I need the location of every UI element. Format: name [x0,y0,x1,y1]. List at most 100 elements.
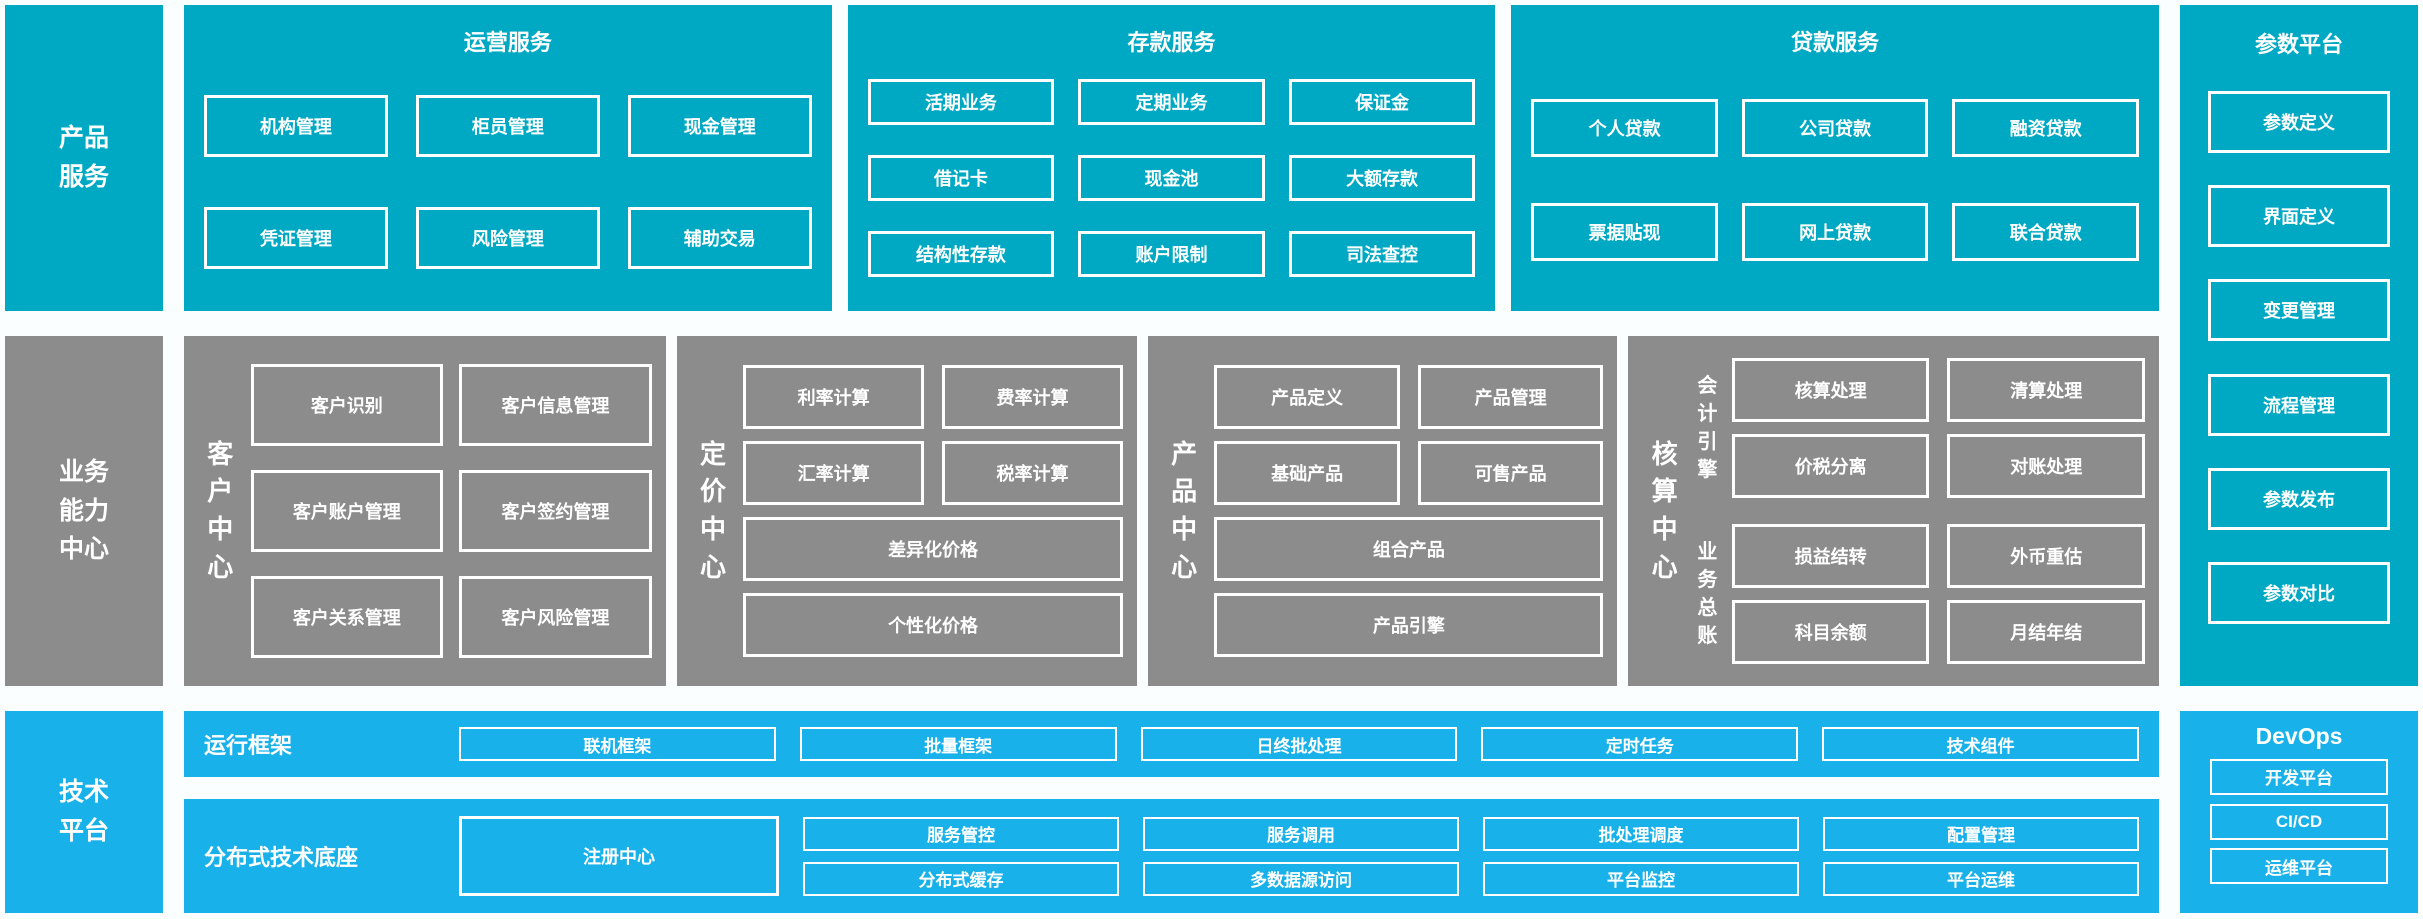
section-operations: 运营服务 机构管理 柜员管理 现金管理 凭证管理 风险管理 辅助交易 [184,5,832,311]
accounting-engine-group: 会计引擎 核算处理 清算处理 价税分离 对账处理 [1695,358,2146,498]
runtime-box: 联机框架 [459,727,776,761]
pricing-wide-box: 个性化价格 [743,593,1123,657]
devops-boxes: 开发平台 CI/CD 运维平台 [2210,750,2388,893]
product-services-row: 运营服务 机构管理 柜员管理 现金管理 凭证管理 风险管理 辅助交易 存款服务 … [184,5,2160,311]
loans-box: 公司贷款 [1741,99,1929,157]
pricing-pair-grid: 利率计算 费率计算 汇率计算 税率计算 [743,365,1123,505]
param-box: 流程管理 [2208,373,2390,436]
distributed-column: 服务调用 多数据源访问 [1143,816,1459,896]
param-platform-title: 参数平台 [2254,32,2343,57]
customer-center-label: 客户中心 [207,438,234,582]
section-loans: 贷款服务 个人贷款 公司贷款 融资贷款 票据贴现 网上贷款 联合贷款 [1511,5,2160,311]
distributed-column: 批处理调度 平台监控 [1483,816,1799,896]
accounting-box: 对账处理 [1947,434,2146,498]
accounting-engine-grid: 核算处理 清算处理 价税分离 对账处理 [1731,358,2146,498]
param-box: 参数定义 [2208,91,2390,154]
loans-box: 联合贷款 [1952,203,2140,261]
customer-box: 客户账户管理 [250,470,444,552]
product-box: 产品定义 [1214,365,1400,429]
customer-box: 客户信息管理 [459,364,652,446]
product-box: 产品管理 [1417,365,1604,429]
product-center-stack: 产品定义 产品管理 基础产品 可售产品 组合产品 产品引擎 [1214,346,1604,676]
registry-center-box: 注册中心 [459,816,779,896]
accounting-box: 外币重估 [1947,524,2146,588]
deposits-box: 账户限制 [1078,231,1265,277]
band-distributed-base: 分布式技术底座 注册中心 服务管控 分布式缓存 服务调用 多数据源访问 批处理调… [184,799,2159,913]
distributed-base-label: 分布式技术底座 [204,845,359,870]
rail-param-platform: 参数平台 参数定义 界面定义 变更管理 流程管理 参数发布 参数对比 [2180,5,2418,686]
product-box: 基础产品 [1214,441,1400,505]
accounting-box: 月结年结 [1947,600,2146,664]
customer-center-grid: 客户识别 客户信息管理 客户账户管理 客户签约管理 客户关系管理 客户风险管理 [250,346,652,676]
runtime-box: 日终批处理 [1140,727,1458,761]
accounting-box: 价税分离 [1731,434,1930,498]
rail-tech-platform: 技术平台 [5,711,163,913]
section-deposits: 存款服务 活期业务 定期业务 保证金 借记卡 现金池 大额存款 结构性存款 账户… [847,5,1496,311]
business-capability-row: 客户中心 客户识别 客户信息管理 客户账户管理 客户签约管理 客户关系管理 客户… [184,336,2160,686]
product-wide-box: 产品引擎 [1214,593,1604,657]
pricing-wide-box: 差异化价格 [743,517,1123,581]
accounting-box: 清算处理 [1947,358,2146,422]
param-platform-boxes: 参数定义 界面定义 变更管理 流程管理 参数发布 参数对比 [2208,59,2390,656]
param-box: 参数发布 [2208,467,2390,530]
distributed-box: 多数据源访问 [1143,861,1459,896]
section-accounting-center: 核算中心 会计引擎 核算处理 清算处理 价税分离 对账处理 业务总账 损益结转 … [1628,336,2160,686]
loans-box: 票据贴现 [1531,203,1718,261]
devops-box: 运维平台 [2210,848,2388,885]
rail-product-services: 产品服务 [5,5,163,311]
loans-grid: 个人贷款 公司贷款 融资贷款 票据贴现 网上贷款 联合贷款 [1531,99,2140,261]
loans-box: 个人贷款 [1531,99,1718,157]
product-wide-box: 组合产品 [1214,517,1604,581]
customer-box: 客户关系管理 [250,576,444,658]
business-ledger-label: 业务总账 [1697,541,1718,647]
loans-box: 融资贷款 [1952,99,2140,157]
accounting-box: 核算处理 [1731,358,1930,422]
accounting-box: 科目余额 [1731,600,1930,664]
operations-box: 风险管理 [415,207,600,269]
pricing-box: 费率计算 [942,365,1123,429]
runtime-box: 技术组件 [1822,727,2139,761]
accounting-engine-label: 会计引擎 [1697,375,1718,481]
operations-box: 辅助交易 [627,207,812,269]
distributed-column: 配置管理 平台运维 [1823,816,2139,896]
pricing-box: 汇率计算 [743,441,925,505]
deposits-box: 定期业务 [1078,79,1265,125]
tech-platform-rows: 运行框架 联机框架 批量框架 日终批处理 定时任务 技术组件 分布式技术底座 注… [184,711,2159,913]
operations-grid: 机构管理 柜员管理 现金管理 凭证管理 风险管理 辅助交易 [204,95,812,269]
runtime-framework-boxes: 联机框架 批量框架 日终批处理 定时任务 技术组件 [459,727,2139,761]
rail-tech-platform-label: 技术平台 [58,778,109,845]
param-box: 参数对比 [2208,561,2390,624]
section-product-center: 产品中心 产品定义 产品管理 基础产品 可售产品 组合产品 产品引擎 [1147,336,1618,686]
customer-box: 客户识别 [250,364,444,446]
deposits-box: 大额存款 [1288,155,1476,201]
section-operations-title: 运营服务 [463,30,552,55]
operations-box: 凭证管理 [204,207,388,269]
customer-box: 客户风险管理 [459,576,652,658]
distributed-column: 服务管控 分布式缓存 [803,816,1119,896]
product-box: 可售产品 [1417,441,1604,505]
deposits-box: 结构性存款 [867,231,1055,277]
distributed-box: 服务管控 [803,816,1119,851]
section-loans-title: 贷款服务 [1791,30,1880,55]
section-customer-center: 客户中心 客户识别 客户信息管理 客户账户管理 客户签约管理 客户关系管理 客户… [184,336,666,686]
rail-business-capability-label: 业务能力中心 [58,457,109,564]
business-ledger-grid: 损益结转 外币重估 科目余额 月结年结 [1731,524,2146,664]
section-deposits-title: 存款服务 [1127,30,1216,55]
param-box: 界面定义 [2208,185,2390,248]
deposits-box: 司法查控 [1288,231,1476,277]
deposits-box: 活期业务 [867,79,1055,125]
runtime-box: 批量框架 [799,727,1117,761]
deposits-grid: 活期业务 定期业务 保证金 借记卡 现金池 大额存款 结构性存款 账户限制 司法… [867,79,1476,277]
deposits-box: 保证金 [1288,79,1476,125]
customer-box: 客户签约管理 [459,470,652,552]
distributed-box: 平台运维 [1823,861,2139,896]
rail-devops: DevOps 开发平台 CI/CD 运维平台 [2180,711,2418,913]
business-ledger-group: 业务总账 损益结转 外币重估 科目余额 月结年结 [1695,524,2146,664]
distributed-box: 服务调用 [1143,816,1459,851]
product-pair-grid: 产品定义 产品管理 基础产品 可售产品 [1214,365,1604,505]
devops-box: 开发平台 [2210,758,2388,795]
distributed-box: 配置管理 [1823,816,2139,851]
pricing-center-label: 定价中心 [699,438,726,582]
distributed-box: 批处理调度 [1483,816,1799,851]
